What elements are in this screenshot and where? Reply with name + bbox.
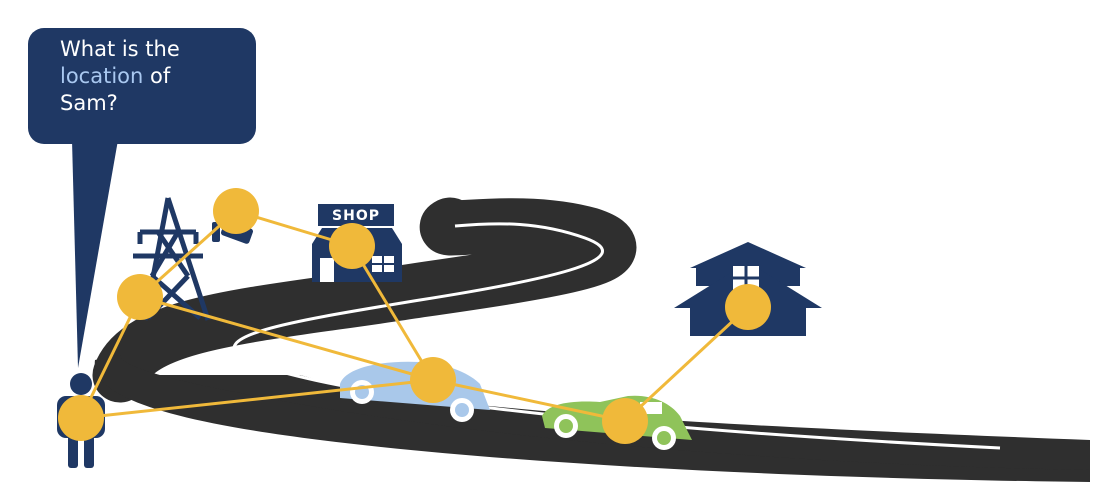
node-tower [117, 274, 163, 320]
question-line-1: What is the [60, 37, 180, 61]
node-person [58, 395, 104, 441]
question-line-3: Sam? [60, 91, 118, 115]
node-shop [329, 223, 375, 269]
graph-nodes [58, 188, 771, 444]
road [92, 197, 1090, 482]
question-line-2-rest: of [143, 64, 171, 88]
node-house [725, 284, 771, 330]
question-bubble: What is the location of Sam? [28, 28, 256, 368]
link-bluecar-greencar [432, 378, 626, 423]
link-tower-bluecar [139, 295, 434, 382]
shop-label: SHOP [332, 208, 380, 224]
node-blue-car [410, 357, 456, 403]
link-shop-bluecar [350, 245, 435, 381]
link-greencar-house [623, 305, 750, 423]
question-line-2: location of [60, 64, 171, 88]
question-highlight: location [60, 64, 143, 88]
node-green-car [602, 398, 648, 444]
link-person-bluecar [80, 378, 434, 420]
node-camera [213, 188, 259, 234]
